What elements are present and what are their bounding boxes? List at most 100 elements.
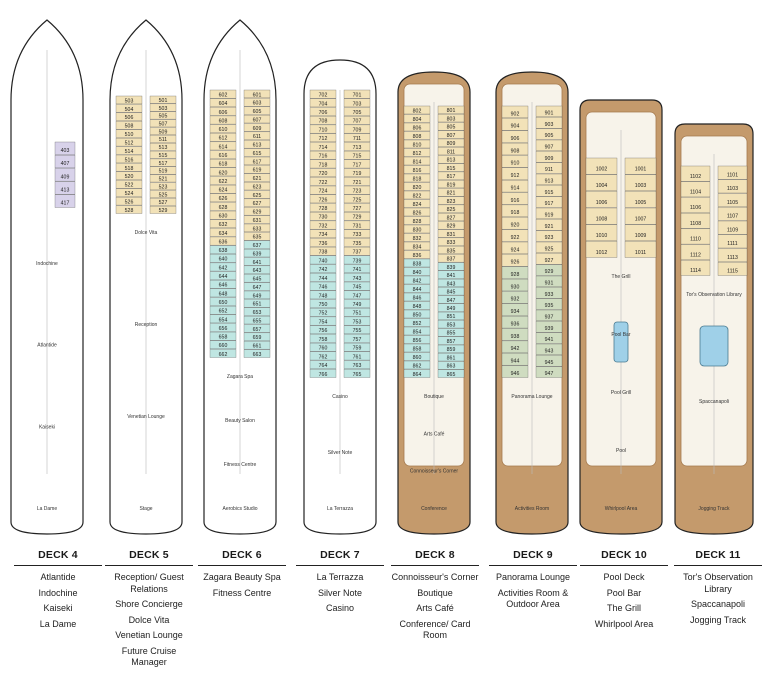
suite-number: 846 bbox=[413, 295, 422, 301]
suite-number: 923 bbox=[545, 235, 554, 241]
suite-number: 858 bbox=[413, 346, 422, 352]
suite-number: 757 bbox=[353, 337, 362, 343]
spaccanapoli-area bbox=[699, 325, 729, 367]
suite-number: 630 bbox=[219, 214, 228, 220]
suite-741: 741 bbox=[343, 264, 371, 273]
suite-515: 515 bbox=[149, 150, 177, 159]
suite-number: 813 bbox=[447, 158, 456, 164]
suite-number: 508 bbox=[125, 124, 134, 130]
suite-number: 856 bbox=[413, 338, 422, 344]
suite-number: 912 bbox=[511, 173, 520, 179]
suite-936: 936 bbox=[501, 316, 529, 329]
suite-number: 807 bbox=[447, 133, 456, 139]
suite-number: 704 bbox=[319, 101, 328, 107]
suite-number: 1111 bbox=[727, 241, 737, 247]
suite-849: 849 bbox=[437, 303, 465, 312]
suite-number: 1105 bbox=[727, 200, 738, 206]
suite-724: 724 bbox=[309, 185, 337, 195]
suite-number: 610 bbox=[219, 127, 228, 133]
suite-1110: 1110 bbox=[680, 228, 711, 245]
suite-number: 805 bbox=[447, 125, 456, 131]
deck-title: DECK 9 bbox=[489, 549, 577, 566]
deck-plan-deck-11: 1102110411061108111011121114110111031105… bbox=[674, 123, 754, 535]
suite-number: 608 bbox=[219, 118, 228, 124]
suite-number: 750 bbox=[319, 302, 328, 308]
suite-number: 827 bbox=[447, 215, 456, 221]
suite-846: 846 bbox=[403, 292, 431, 301]
suite-number: 511 bbox=[159, 137, 167, 143]
suite-number: 828 bbox=[413, 219, 422, 225]
suite-604: 604 bbox=[209, 98, 237, 107]
suite-number: 719 bbox=[353, 171, 362, 177]
suite-721: 721 bbox=[343, 177, 371, 186]
suite-1001: 1001 bbox=[624, 157, 657, 175]
suite-1115: 1115 bbox=[717, 262, 748, 276]
suite-number: 613 bbox=[253, 143, 262, 149]
suite-number: 725 bbox=[353, 197, 362, 203]
suite-607: 607 bbox=[243, 114, 271, 123]
suite-912: 912 bbox=[501, 167, 529, 180]
suite-number: 864 bbox=[413, 372, 422, 378]
suite-522: 522 bbox=[115, 180, 143, 189]
suite-number: 517 bbox=[159, 161, 168, 167]
suite-number: 512 bbox=[125, 140, 134, 146]
suite-740: 740 bbox=[309, 255, 337, 264]
deck-plan-deck-8: 8028048068088108128148168188208228248268… bbox=[397, 71, 471, 535]
plan-label-atlantide: Atlantide bbox=[37, 343, 57, 349]
suite-503: 503 bbox=[115, 95, 143, 104]
suite-618: 618 bbox=[209, 159, 237, 168]
venue-la-terrazza: La Terrazza bbox=[316, 572, 364, 582]
suite-707: 707 bbox=[343, 116, 371, 125]
suite-number: 729 bbox=[353, 215, 362, 221]
deck-plan-deck-6: 6026046066086106126146166186206226246266… bbox=[203, 19, 277, 535]
deck-plan-deck-10: 1002100410061008101010121001100310051007… bbox=[579, 99, 663, 535]
suite-619: 619 bbox=[243, 165, 271, 174]
suite-947: 947 bbox=[535, 366, 563, 378]
suite-757: 757 bbox=[343, 334, 371, 343]
suite-523: 523 bbox=[149, 182, 177, 190]
suite-number: 847 bbox=[447, 298, 456, 304]
plan-label-pool-grill: Pool Grill bbox=[611, 390, 631, 396]
suite-number: 857 bbox=[447, 339, 456, 345]
suite-941: 941 bbox=[535, 332, 563, 344]
suite-number: 926 bbox=[511, 260, 520, 266]
suite-657: 657 bbox=[243, 324, 271, 333]
suite-631: 631 bbox=[243, 215, 271, 224]
suite-1105: 1105 bbox=[717, 193, 748, 207]
suite-number: 829 bbox=[447, 224, 456, 230]
deck-plan-deck-7: 7027047067087107127147167187207227247267… bbox=[303, 59, 377, 535]
suite-number: 862 bbox=[413, 363, 422, 369]
suite-923: 923 bbox=[535, 230, 563, 242]
suite-644: 644 bbox=[209, 271, 237, 280]
suite-number: 843 bbox=[447, 281, 456, 287]
suite-910: 910 bbox=[501, 155, 529, 168]
deck-plan-deck-4: 403407409413417IndochineAtlantideKaiseki… bbox=[10, 19, 84, 535]
suite-number: 925 bbox=[545, 247, 554, 253]
venue-future-cruise-manager: Future Cruise Manager bbox=[121, 645, 177, 668]
suite-504: 504 bbox=[115, 104, 143, 113]
suite-number: 712 bbox=[319, 136, 328, 142]
suite-862: 862 bbox=[403, 360, 431, 369]
suite-733: 733 bbox=[343, 229, 371, 238]
suite-813: 813 bbox=[437, 155, 465, 164]
suite-759: 759 bbox=[343, 342, 371, 352]
suite-632: 632 bbox=[209, 219, 237, 228]
suite-615: 615 bbox=[243, 148, 271, 157]
suite-number: 905 bbox=[545, 133, 554, 139]
plan-label-venetian-lounge: Venetian Lounge bbox=[127, 414, 165, 420]
suite-928: 928 bbox=[501, 266, 529, 279]
suite-613: 613 bbox=[243, 140, 271, 149]
suite-number: 1108 bbox=[690, 221, 701, 227]
suite-number: 409 bbox=[61, 174, 70, 180]
suite-745: 745 bbox=[343, 281, 371, 291]
suite-number: 522 bbox=[125, 183, 134, 189]
suite-763: 763 bbox=[343, 360, 371, 369]
suite-number: 903 bbox=[545, 122, 554, 128]
suite-number: 620 bbox=[219, 170, 228, 176]
suite-528: 528 bbox=[115, 205, 143, 214]
suite-number: 808 bbox=[413, 134, 422, 140]
suite-650: 650 bbox=[209, 297, 237, 306]
suite-number: 1005 bbox=[635, 200, 647, 206]
